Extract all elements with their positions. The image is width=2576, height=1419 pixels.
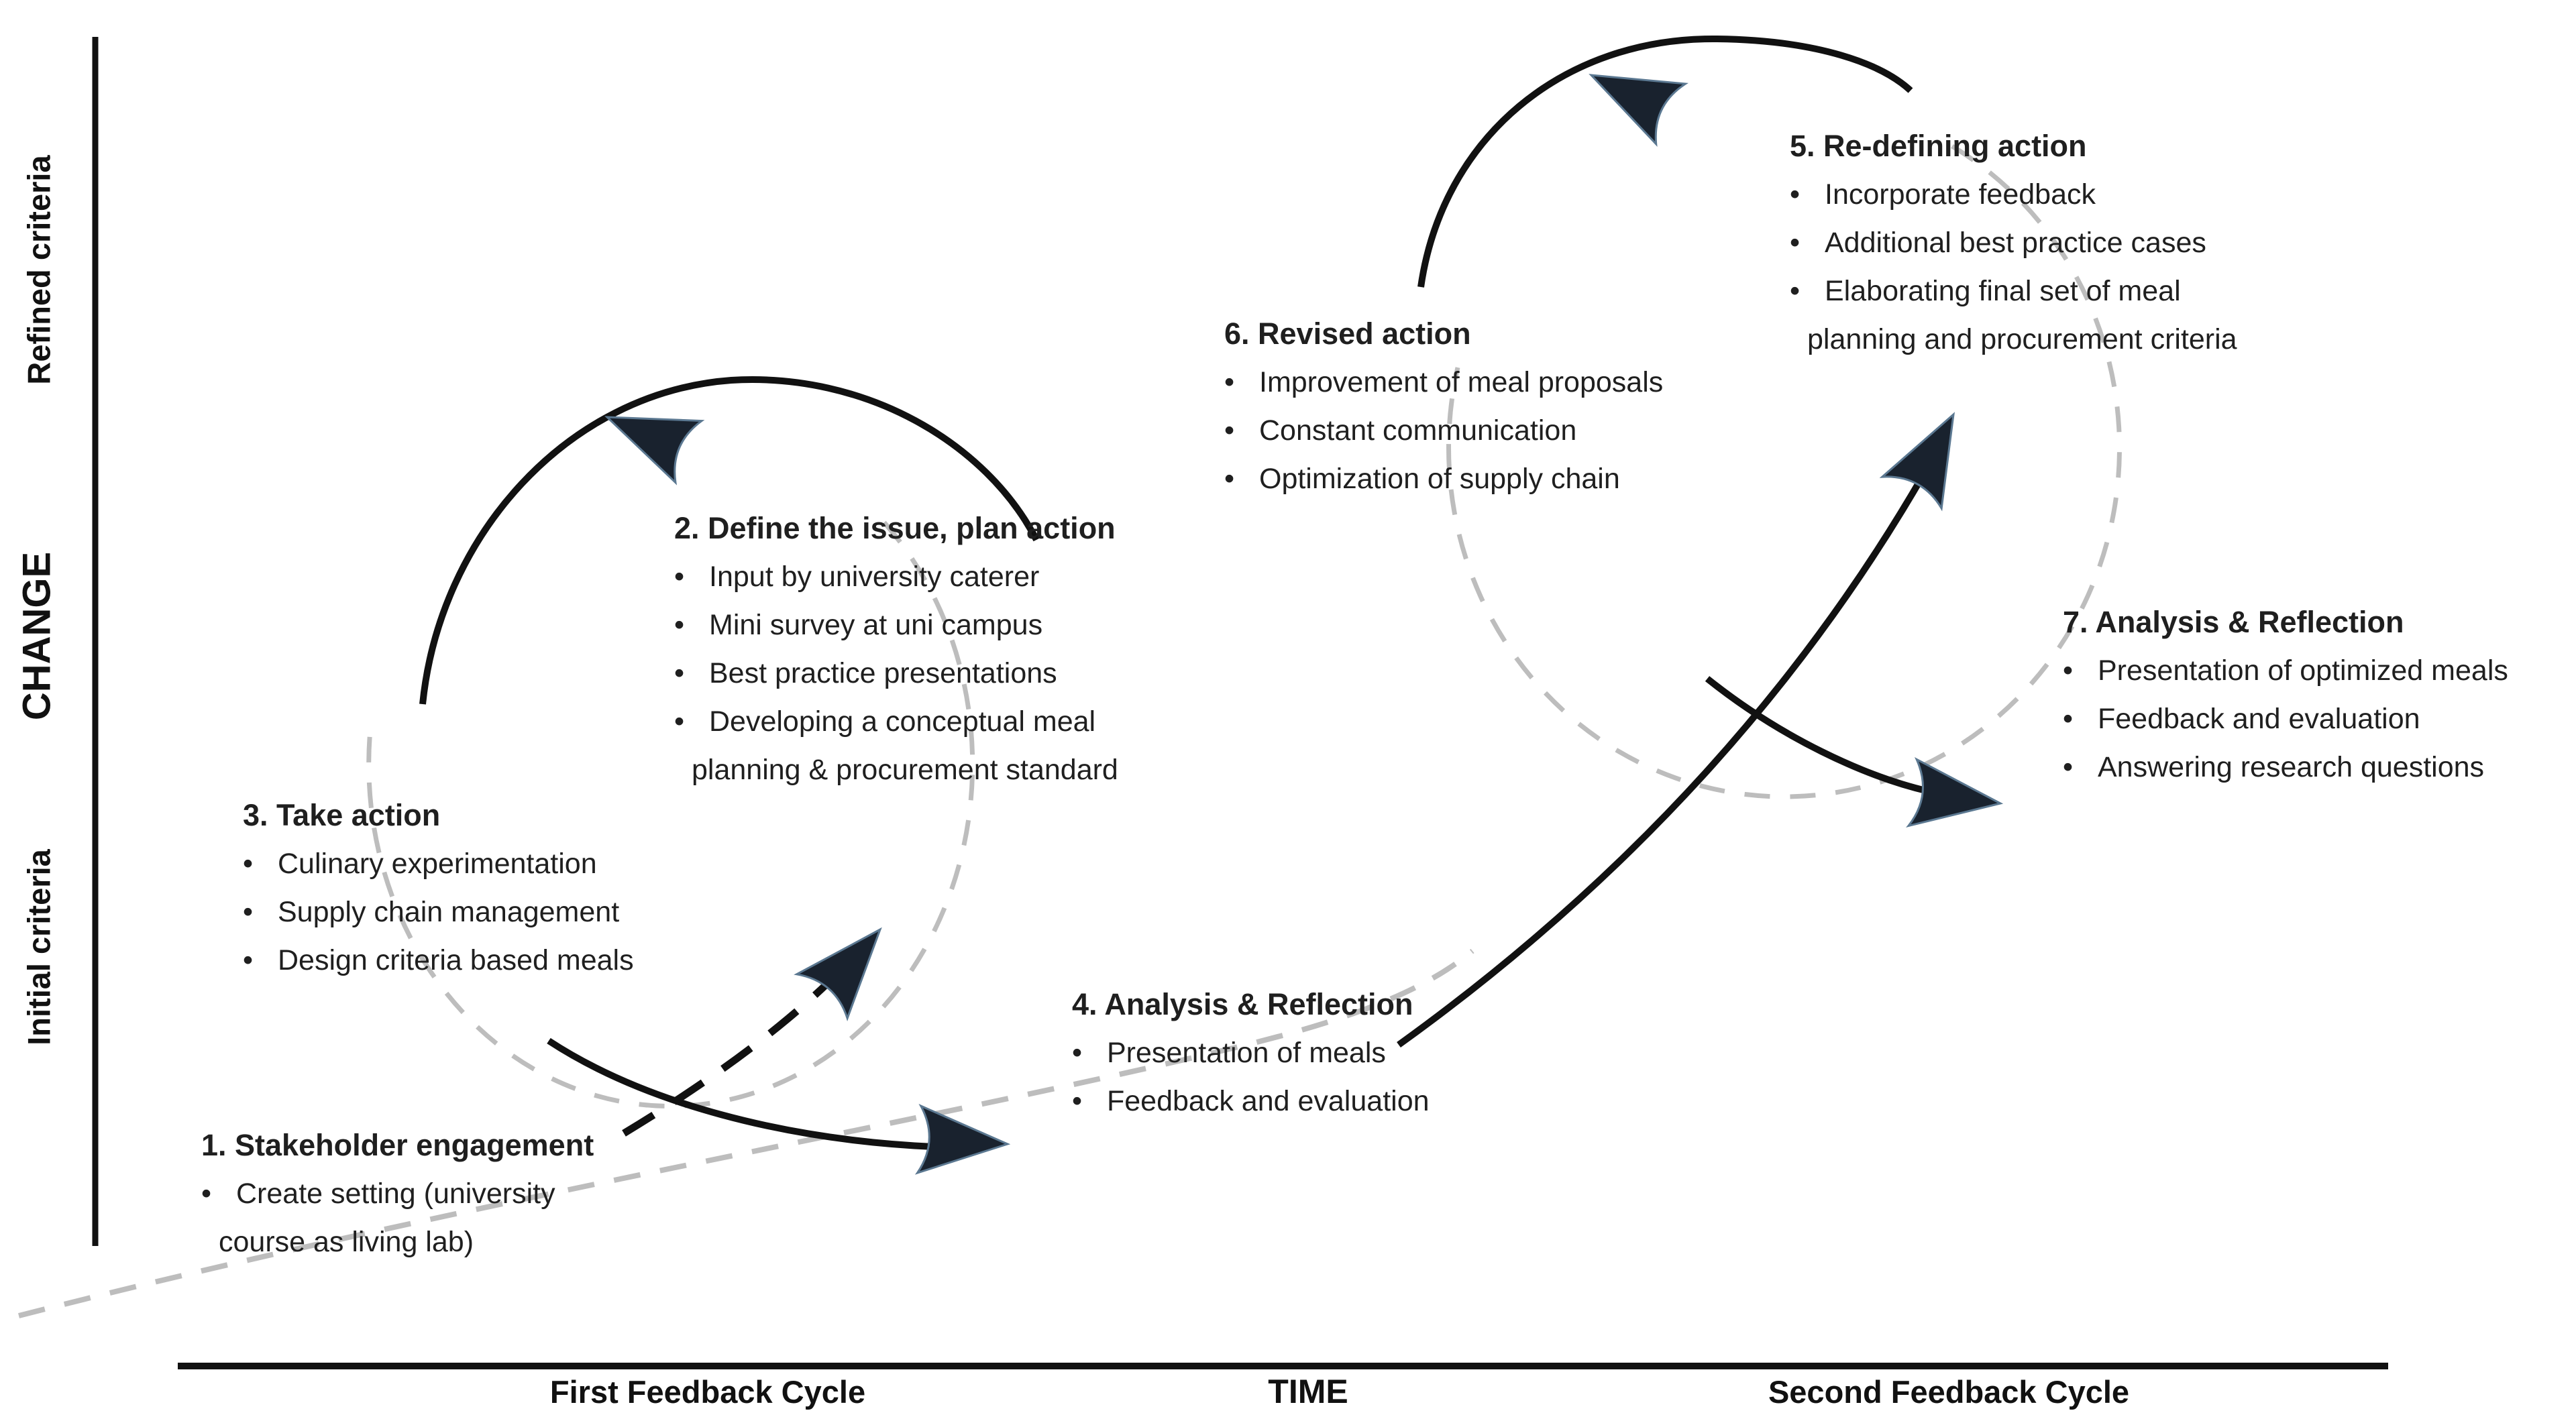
bullet-icon: •	[243, 944, 254, 976]
step-bullet-text: Presentation of optimized meals	[2098, 655, 2508, 687]
step-bullet-text: Optimization of supply chain	[1259, 463, 1620, 495]
bullet-icon: •	[243, 848, 254, 880]
step1-to-step2-dashed-line	[622, 962, 849, 1137]
bullet-icon: •	[674, 705, 685, 738]
step-4-analysis-reflection: 4. Analysis & Reflection • Presentation o…	[1072, 980, 1430, 1125]
bullet-icon: •	[1790, 275, 1801, 307]
step-title: 1. Stakeholder engagement	[201, 1128, 594, 1162]
step-title: 7. Analysis & Reflection	[2063, 605, 2404, 639]
step-bullet-text: Create setting (university	[236, 1178, 555, 1210]
step-bullet-text: Improvement of meal proposals	[1259, 366, 1664, 398]
bullet-icon: •	[674, 561, 685, 593]
x-axis-label-second-feedback-cycle: Second Feedback Cycle	[1768, 1374, 2130, 1410]
x-axis-label-time: TIME	[1268, 1373, 1348, 1410]
step-bullet-text: Incorporate feedback	[1825, 178, 2096, 211]
first-cycle-dashed-loop	[366, 520, 975, 1109]
step-1-stakeholder-engagement: 1. Stakeholder engagement • Create settin…	[201, 1121, 594, 1266]
step-bullet-text: Supply chain management	[278, 896, 620, 928]
step-bullet-text: course as living lab)	[219, 1226, 474, 1258]
second-cycle-bottom-arrowhead-icon	[1907, 758, 2006, 838]
step-bullet-text: Presentation of meals	[1107, 1037, 1386, 1069]
step-bullet-text: Best practice presentations	[709, 657, 1057, 689]
step-7-analysis-reflection: 7. Analysis & Reflection • Presentation o…	[2063, 598, 2508, 791]
first-cycle-top-arc	[419, 376, 1040, 705]
step-bullet-text: planning and procurement criteria	[1807, 323, 2237, 355]
step-bullet-text: Input by university caterer	[709, 561, 1040, 593]
y-axis-label-refined-criteria: Refined criteria	[21, 155, 57, 385]
bullet-icon: •	[1224, 366, 1235, 398]
cycle-transition-arc	[1397, 437, 1947, 1048]
bullet-icon	[674, 746, 692, 794]
bullet-icon: •	[674, 657, 685, 689]
x-axis-label-first-feedback-cycle: First Feedback Cycle	[549, 1374, 866, 1410]
bullet-icon: •	[2063, 655, 2074, 687]
step-bullet-text: Feedback and evaluation	[2098, 703, 2420, 735]
step-bullet-text: planning & procurement standard	[692, 754, 1118, 786]
step-bullet-text: Developing a conceptual meal	[709, 705, 1096, 738]
step-2-define-the-issue-plan-action: 2. Define the issue, plan action • Input …	[674, 504, 1118, 794]
step-bullet-text: Mini survey at uni campus	[709, 609, 1043, 641]
spiral-tail-dashed-line	[18, 948, 1474, 1318]
second-cycle-top-arc	[1417, 35, 1913, 288]
second-cycle-dashed-loop	[1446, 144, 2122, 799]
step-5-redefining-action: 5. Re-defining action • Incorporate feedb…	[1790, 122, 2237, 363]
cycle-transition-arrowhead-icon	[1881, 398, 1984, 510]
step-title: 3. Take action	[243, 798, 441, 832]
bullet-icon: •	[1224, 463, 1235, 495]
step-bullet-text: Answering research questions	[2098, 751, 2485, 783]
first-cycle-bottom-arrowhead-icon	[916, 1104, 1011, 1179]
bullet-icon: •	[243, 896, 254, 928]
bullet-icon	[201, 1218, 219, 1266]
step-bullet-text: Constant communication	[1259, 414, 1577, 447]
bullet-icon: •	[201, 1178, 212, 1210]
bullet-icon: •	[1072, 1085, 1083, 1117]
step-title: 4. Analysis & Reflection	[1072, 987, 1413, 1021]
step-bullet-text: Feedback and evaluation	[1107, 1085, 1430, 1117]
step-bullet-text: Additional best practice cases	[1825, 227, 2206, 259]
bullet-icon: •	[674, 609, 685, 641]
step-title: 5. Re-defining action	[1790, 129, 2087, 163]
step-title: 6. Revised action	[1224, 317, 1471, 351]
step-bullet-text: Elaborating final set of meal	[1825, 275, 2181, 307]
bullet-icon: •	[1790, 227, 1801, 259]
step-6-revised-action: 6. Revised action • Improvement of meal p…	[1224, 310, 1663, 503]
bullet-icon: •	[2063, 751, 2074, 783]
second-cycle-bottom-arc	[1705, 676, 1930, 795]
bullet-icon: •	[1790, 178, 1801, 211]
y-axis-label-initial-criteria: Initial criteria	[21, 849, 57, 1045]
step-bullet-text: Design criteria based meals	[278, 944, 634, 976]
step-title: 2. Define the issue, plan action	[674, 511, 1116, 545]
step-bullet-text: Culinary experimentation	[278, 848, 597, 880]
bullet-icon: •	[1224, 414, 1235, 447]
bullet-icon: •	[1072, 1037, 1083, 1069]
step-3-take-action: 3. Take action • Culinary experimentation…	[243, 791, 634, 984]
bullet-icon: •	[2063, 703, 2074, 735]
bullet-icon	[1790, 315, 1807, 363]
first-cycle-bottom-arc	[547, 1037, 934, 1150]
